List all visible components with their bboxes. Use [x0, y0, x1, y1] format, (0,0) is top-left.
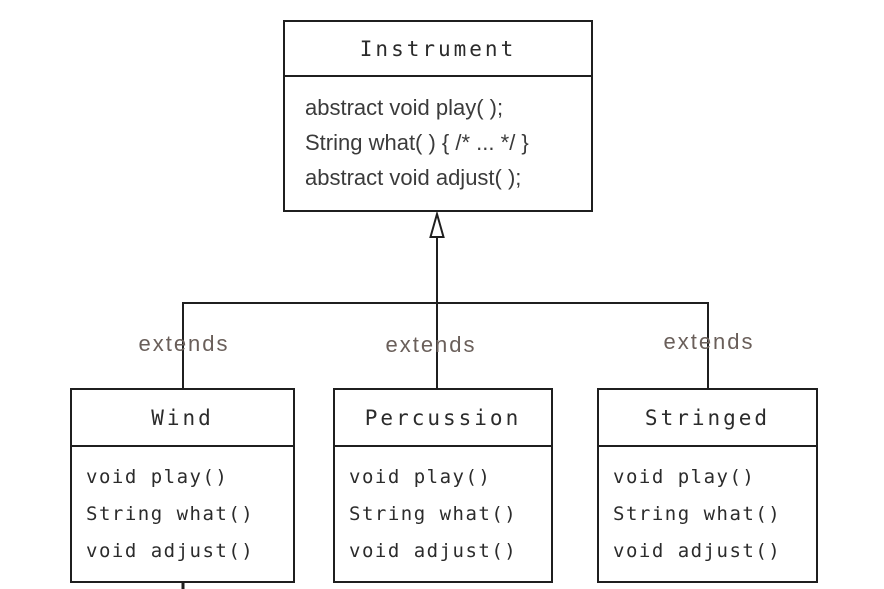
extends-label: extends — [138, 331, 230, 356]
method-line: void play() — [613, 466, 756, 488]
class-box-wind: Wind void play() String what() void adju… — [70, 388, 295, 583]
method-line: abstract void play( ); — [305, 95, 504, 120]
class-box-stringed: Stringed void play() String what() void … — [597, 388, 818, 583]
class-title: Percussion — [335, 390, 551, 447]
extends-label: extends — [385, 332, 477, 357]
method-line: void adjust() — [86, 540, 255, 562]
class-methods: void play() String what() void adjust() — [72, 447, 293, 570]
method-line: void play() — [349, 466, 492, 488]
class-box-percussion: Percussion void play() String what() voi… — [333, 388, 553, 583]
method-line: String what() — [349, 503, 518, 525]
method-line: String what() — [86, 503, 255, 525]
class-methods: void play() String what() void adjust() — [335, 447, 551, 570]
class-title: Stringed — [599, 390, 816, 447]
extends-label: extends — [663, 329, 755, 354]
hollow-triangle-arrowhead-icon — [429, 210, 445, 238]
method-line: void play() — [86, 466, 229, 488]
class-title: Instrument — [285, 22, 591, 77]
method-line: void adjust() — [613, 540, 782, 562]
class-methods: void play() String what() void adjust() — [599, 447, 816, 570]
class-methods: abstract void play( ); String what( ) { … — [285, 77, 591, 195]
method-line: String what() — [613, 503, 782, 525]
class-title: Wind — [72, 390, 293, 447]
method-line: String what( ) { /* ... */ } — [305, 130, 529, 155]
class-box-instrument: Instrument abstract void play( ); String… — [283, 20, 593, 212]
method-line: abstract void adjust( ); — [305, 165, 522, 190]
method-line: void adjust() — [349, 540, 518, 562]
